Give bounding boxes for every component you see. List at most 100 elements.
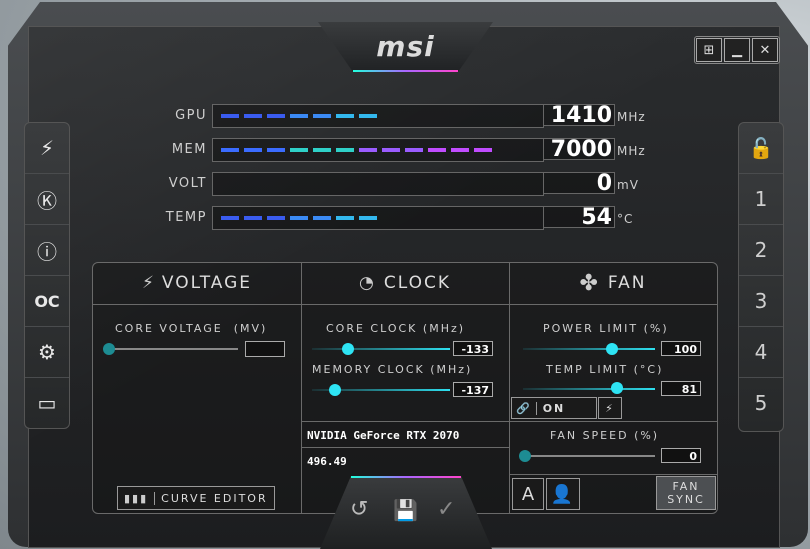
monitor-icon[interactable]: ▭ [37,391,57,415]
mem-bar [212,138,544,162]
temp-limit-slider[interactable] [611,382,623,394]
voltage-header: ⚡ VOLTAGE [93,262,301,305]
memory-clock-slider[interactable] [329,384,341,396]
bar-segment [290,216,308,220]
bar-segment [313,216,331,220]
bar-segment [244,114,262,118]
voltage-column [93,263,302,513]
gpu-unit: MHz [617,110,646,124]
app-panel [28,26,780,548]
fan-speed-label: FAN SPEED (%) [550,429,660,442]
bar-segment [405,148,423,152]
fan-header: ✤ FAN [509,262,717,305]
temp-value: 54 [543,206,615,229]
oc-scanner-icon[interactable]: ⚡ [25,123,69,174]
fan-speed-slider[interactable] [519,450,531,462]
mem-label: MEM [171,142,207,157]
boost-lightning-icon[interactable]: ⚡ [598,397,622,419]
bar-segment [290,148,308,152]
bar-segment [474,148,492,152]
bar-segment [382,148,400,152]
right-sidebar: 🔓 1 2 3 4 5 [738,122,784,432]
reset-icon[interactable]: ↺ [350,497,369,522]
bar-segment [359,216,377,220]
fan-sync-button[interactable]: FAN SYNC [656,476,716,510]
kombustor-icon[interactable]: Ⓚ [25,174,69,225]
clock-column [301,263,510,513]
lock-icon[interactable]: 🔓 [739,123,783,174]
temp-limit-track[interactable] [523,388,655,390]
fan-sync-line2: SYNC [667,493,705,506]
core-voltage-label: CORE VOLTAGE (MV) [115,322,268,335]
volt-value: 0 [543,172,615,195]
profile-5[interactable]: 5 [754,391,768,415]
memory-clock-input[interactable]: -137 [453,382,493,397]
bar-segment [244,148,262,152]
bar-segment [313,148,331,152]
settings-icon[interactable]: ⚙ [25,327,69,378]
bar-segment [290,114,308,118]
fan-speed-input[interactable]: 0 [661,448,701,463]
gpu-name: NVIDIA GeForce RTX 2070 [307,429,460,442]
window-controls: ⊞ ▁ ✕ [694,36,780,64]
fan-divider-2 [509,474,717,475]
bar-segment [359,148,377,152]
temp-bar [212,206,544,230]
memory-clock-track[interactable] [312,389,450,391]
core-clock-input[interactable]: -133 [453,341,493,356]
fan-divider [509,421,717,422]
profile-2[interactable]: 2 [739,225,783,276]
temp-unit: °C [617,212,634,226]
power-limit-slider[interactable] [606,343,618,355]
temp-limit-label: TEMP LIMIT (°C) [546,363,664,376]
bar-segment [221,148,239,152]
bar-segment [428,148,446,152]
bar-segment [336,216,354,220]
temp-limit-input[interactable]: 81 [661,381,701,396]
bar-segment [313,114,331,118]
profile-3[interactable]: 3 [739,276,783,327]
fan-title: FAN [607,273,647,293]
bar-segment [336,148,354,152]
fan-speed-track[interactable] [523,455,655,457]
power-limit-input[interactable]: 100 [661,341,701,356]
profile-1[interactable]: 1 [739,174,783,225]
user-fan-icon[interactable]: 👤 [546,478,580,510]
link-toggle[interactable]: 🔗 ON [511,397,597,419]
fan-sync-line1: FAN [672,480,700,493]
lightning-icon: ⚡ [141,273,156,293]
msi-logo: msi [376,30,435,63]
link-state: ON [542,401,566,415]
mem-value: 7000 [543,138,615,161]
bar-segment [336,114,354,118]
auto-fan-button[interactable]: A [512,478,544,510]
power-limit-track[interactable] [523,348,655,350]
save-icon[interactable]: 💾 [393,498,418,522]
power-limit-label: POWER LIMIT (%) [543,322,669,335]
bar-segment [451,148,469,152]
core-voltage-track[interactable] [108,348,238,350]
bar-chart-icon: ▮▮▮ [118,491,156,505]
profile-4[interactable]: 4 [739,327,783,378]
core-clock-label: CORE CLOCK (MHz) [326,322,466,335]
apply-icon[interactable]: ✓ [437,497,456,522]
minimize-button[interactable]: ▁ [724,38,750,62]
windows-icon[interactable]: ⊞ [696,38,722,62]
curve-editor-button[interactable]: ▮▮▮ CURVE EDITOR [117,486,275,510]
link-icon: 🔗 [512,401,537,415]
memory-clock-label: MEMORY CLOCK (MHz) [312,363,473,376]
core-voltage-input[interactable] [245,341,285,357]
clock-header: ◔ CLOCK [301,262,509,305]
core-clock-slider[interactable] [342,343,354,355]
core-clock-track[interactable] [312,348,450,350]
info-icon[interactable]: ⓘ [25,225,69,276]
oc-icon[interactable]: OC [25,276,69,327]
bar-segment [267,114,285,118]
bar-segment [267,148,285,152]
volt-unit: mV [617,178,639,192]
close-button[interactable]: ✕ [752,38,778,62]
curve-editor-label: CURVE EDITOR [161,491,268,505]
driver-version: 496.49 [307,455,347,468]
core-voltage-slider[interactable] [103,343,115,355]
bar-segment [244,216,262,220]
